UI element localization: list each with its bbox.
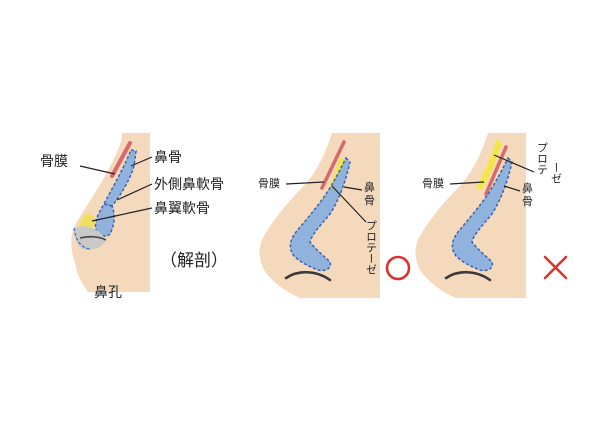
leader-nasal-bone [503, 185, 521, 192]
leader-nasal-bone [343, 186, 363, 191]
periosteum-line [484, 145, 508, 196]
circle-mark-icon [385, 255, 411, 281]
label-alar-cartilage: 鼻翼軟骨 [154, 200, 210, 217]
cross-mark-icon [543, 255, 568, 280]
lateral-cartilage-shape [94, 203, 115, 237]
leader-periosteum [449, 181, 485, 185]
label-nasal-bone-2: 骨 [522, 195, 533, 208]
panel-anatomy: 骨膜 鼻骨 外側鼻軟骨 鼻翼軟骨 鼻孔 （解剖） [40, 133, 228, 301]
label-nasal-bone-2: 骨 [364, 194, 375, 207]
periosteum-line [320, 140, 346, 190]
label-prosthesis: プロテーゼ [365, 220, 378, 275]
periosteum-line [110, 141, 132, 178]
leader-periosteum [285, 181, 325, 185]
nostril-line [284, 270, 332, 282]
prosthesis-implant [476, 140, 502, 190]
label-nostril: 鼻孔 [94, 284, 122, 301]
label-anatomy-caption: （解剖） [160, 251, 228, 271]
label-periosteum: 骨膜 [40, 154, 68, 170]
label-nasal-bone-1: 鼻 [522, 181, 533, 195]
leader-alar-cartilage [91, 207, 153, 222]
panel-incorrect: 骨膜 鼻 骨 プロテ ーゼ [415, 133, 568, 298]
label-periosteum: 骨膜 [422, 177, 444, 190]
nostril-dark-edge [79, 235, 107, 241]
nostril-line [444, 270, 492, 282]
label-prosthesis-1: プロテ [536, 142, 549, 175]
nasal-bone-cartilage-shape [451, 156, 513, 272]
nostril-shape [74, 226, 106, 250]
label-lateral-cartilage: 外側鼻軟骨 [154, 176, 224, 193]
label-nasal-bone-1: 鼻 [364, 180, 375, 194]
label-periosteum: 骨膜 [258, 177, 280, 190]
label-nasal-bone: 鼻骨 [154, 149, 182, 166]
leader-prosthesis [331, 185, 367, 223]
panel-correct: 骨膜 鼻 骨 プロテーゼ [258, 133, 411, 298]
nasal-bone-cartilage-shape [289, 156, 351, 272]
leader-nasal-bone [130, 156, 153, 167]
leader-lateral-cartilage [116, 183, 153, 201]
leader-periosteum [79, 165, 116, 175]
leader-prosthesis [493, 154, 535, 173]
nostril-outline [73, 227, 91, 250]
label-prosthesis-2: ーゼ [550, 162, 563, 184]
